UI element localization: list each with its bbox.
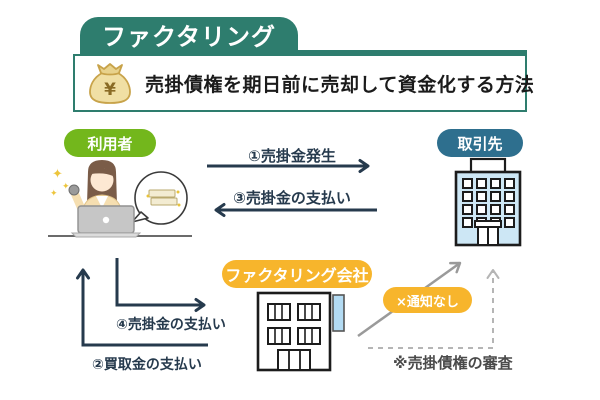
entity-pill-factoring-company: ファクタリング会社 [222,260,372,288]
svg-text:¥: ¥ [104,80,116,100]
subtitle-text: 売掛債権を期日前に売却して資金化する方法 [145,73,535,96]
arrow-step2-left-up [76,268,208,347]
flow-label-step2: ②買取金の支払い [92,357,202,373]
woman-at-laptop-illustration: ✦ ✦ ✦ [48,152,198,240]
subtitle-box: ¥ 売掛債権を期日前に売却して資金化する方法 [73,54,534,112]
client-building-illustration [453,157,523,247]
entity-label-factoring-company: ファクタリング会社 [225,266,369,285]
svg-text:✦: ✦ [50,189,58,199]
page-title: ファクタリング [101,22,277,51]
banner-underline [80,50,527,56]
money-bag-icon: ¥ [85,60,135,106]
entity-pill-user: 利用者 [64,129,156,157]
entity-pill-client: 取引先 [437,129,523,157]
entity-label-user: 利用者 [87,134,133,153]
factoring-building-illustration [256,291,348,373]
svg-text:✦: ✦ [62,182,70,192]
flow-label-step3: ③売掛金の支払い [233,189,351,207]
entity-label-client: 取引先 [457,134,503,153]
svg-text:✦: ✦ [52,167,63,182]
flow-label-step1: ①売掛金発生 [248,147,336,165]
title-banner: ファクタリング [80,17,298,51]
flow-label-step4: ④売掛金の支払い [116,317,226,333]
arrow-step4-down-right [115,258,206,312]
no-notification-badge: ×通知なし [383,287,472,313]
arrow-review-dashed [368,269,500,349]
review-note: ※売掛債権の審査 [393,354,513,372]
